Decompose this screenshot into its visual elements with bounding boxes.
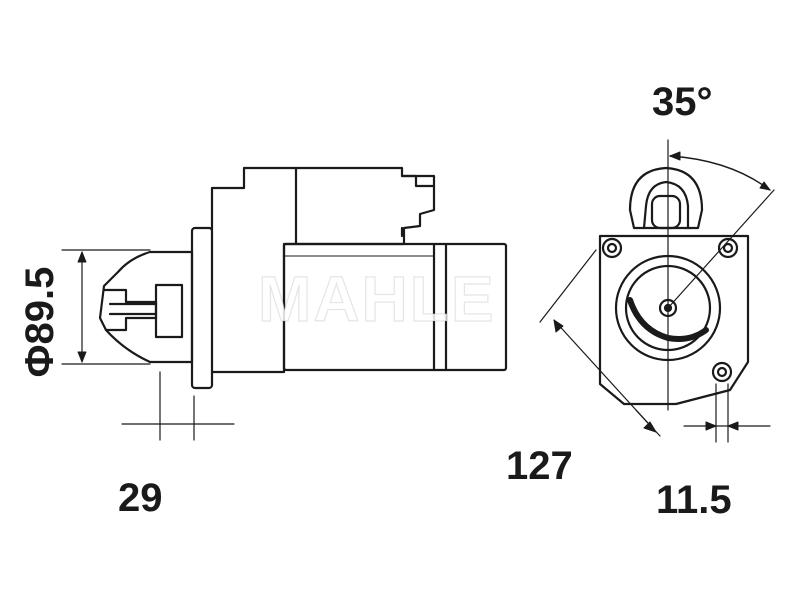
solenoid-terminal	[400, 174, 436, 238]
motor-body	[282, 242, 508, 372]
pinion-shaft	[154, 283, 184, 339]
angle-arc	[669, 155, 771, 191]
hole-dimension-label: 11.5	[656, 478, 732, 522]
watermark-logo: MAHLE	[257, 262, 496, 335]
offset-dimension-label: 29	[118, 476, 163, 520]
end-flange	[598, 234, 750, 406]
pinion-gear	[102, 288, 158, 332]
diameter-dimension-label: Φ89.5	[18, 266, 62, 378]
angle-dimension-label: 35°	[652, 80, 713, 124]
side-view	[61, 166, 508, 441]
end-view	[539, 139, 775, 443]
pinion-nose	[98, 250, 194, 364]
solenoid-lug	[628, 166, 704, 230]
mounting-flange	[190, 226, 214, 390]
length-dimension-line	[553, 319, 657, 433]
length-dimension-label: 127	[506, 444, 573, 488]
